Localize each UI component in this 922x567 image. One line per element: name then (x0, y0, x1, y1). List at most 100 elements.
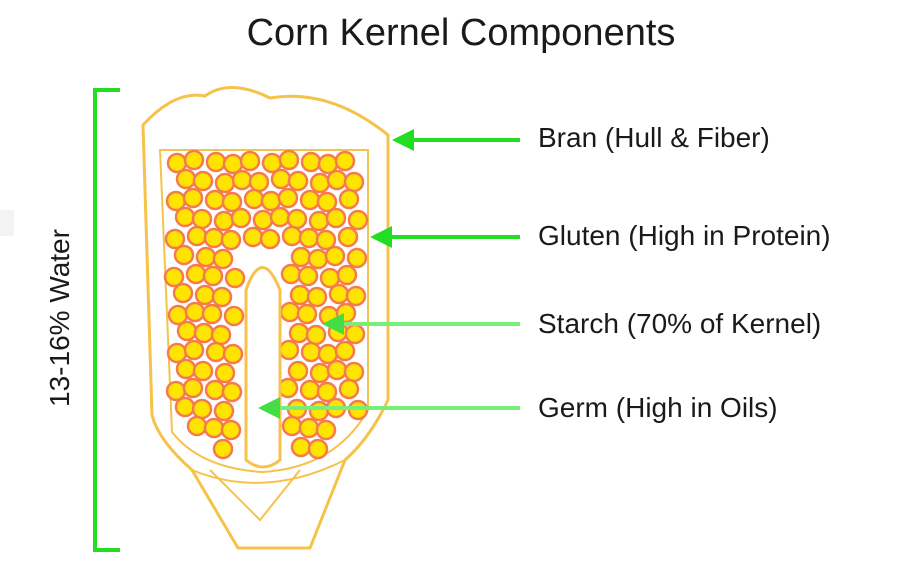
starch-granule (187, 265, 205, 283)
starch-granule (205, 229, 223, 247)
starch-granule (212, 326, 230, 344)
starch-label: Starch (70% of Kernel) (538, 308, 821, 340)
starch-granule (290, 324, 308, 342)
starch-granule (194, 362, 212, 380)
starch-granule (177, 170, 195, 188)
starch-granule (300, 229, 318, 247)
starch-granule (271, 208, 289, 226)
starch-granule (327, 209, 345, 227)
starch-granule (222, 231, 240, 249)
starch-granule (307, 326, 325, 344)
starch-granule (195, 324, 213, 342)
starch-granule (340, 190, 358, 208)
bran-label: Bran (Hull & Fiber) (538, 122, 770, 154)
starch-granule (214, 250, 232, 268)
starch-granule (186, 303, 204, 321)
starch-granule (338, 266, 356, 284)
starch-granule (298, 305, 316, 323)
starch-granule (310, 212, 328, 230)
starch-granule (289, 362, 307, 380)
gluten-arrow (370, 226, 520, 248)
starch-granule (174, 284, 192, 302)
water-bracket (95, 90, 120, 550)
starch-granule (283, 417, 301, 435)
starch-granule (279, 189, 297, 207)
starch-granule (272, 170, 290, 188)
starch-granule (291, 286, 309, 304)
starch-granule (328, 171, 346, 189)
starch-granule (206, 381, 224, 399)
starch-granule (207, 343, 225, 361)
starch-granule (311, 364, 329, 382)
starch-granule (347, 287, 365, 305)
starch-granule (188, 417, 206, 435)
starch-granule (302, 153, 320, 171)
starch-granule (196, 286, 214, 304)
starch-granule (176, 398, 194, 416)
starch-granule (204, 267, 222, 285)
starch-granule (328, 361, 346, 379)
starch-granule (340, 380, 358, 398)
starch-granule (214, 440, 232, 458)
germ-label: Germ (High in Oils) (538, 392, 778, 424)
starch-granule (279, 379, 297, 397)
starch-granule (216, 174, 234, 192)
starch-granule (215, 212, 233, 230)
starch-granule (244, 228, 262, 246)
starch-granule (176, 208, 194, 226)
starch-granule (299, 267, 317, 285)
starch-granule (232, 209, 250, 227)
starch-granule (178, 322, 196, 340)
starch-granule (241, 152, 259, 170)
starch-granule (339, 228, 357, 246)
starch-granule (336, 342, 354, 360)
starch-granule (317, 421, 335, 439)
starch-granule (188, 227, 206, 245)
starch-granule (336, 152, 354, 170)
starch-granule (330, 285, 348, 303)
starch-granule (233, 171, 251, 189)
starch-granule (349, 211, 367, 229)
starch-granule (213, 288, 231, 306)
starch-granule (184, 379, 202, 397)
starch-granule (282, 265, 300, 283)
starch-granule (283, 227, 301, 245)
starch-granule (216, 364, 234, 382)
starch-granule (301, 381, 319, 399)
starch-granule (309, 250, 327, 268)
starch-granule (311, 174, 329, 192)
starch-granule (292, 248, 310, 266)
starch-granule (280, 341, 298, 359)
starch-granule (261, 230, 279, 248)
starch-granule (289, 172, 307, 190)
starch-granule (346, 325, 364, 343)
starch-granule (193, 400, 211, 418)
starch-granule (300, 419, 318, 437)
germ (246, 268, 280, 468)
starch-granule (194, 172, 212, 190)
starch-granule (254, 211, 272, 229)
starch-granule (308, 288, 326, 306)
starch-granule (281, 303, 299, 321)
starch-granule (205, 419, 223, 437)
starch-granule (245, 190, 263, 208)
starch-granule (223, 383, 241, 401)
starch-granule (184, 189, 202, 207)
starch-granule (292, 438, 310, 456)
starch-granule (309, 440, 327, 458)
starch-granule (193, 210, 211, 228)
starch-granule (301, 191, 319, 209)
starch-granule (226, 269, 244, 287)
starch-granule (224, 345, 242, 363)
starch-granule (203, 305, 221, 323)
starch-granule (197, 248, 215, 266)
starch-granule (280, 151, 298, 169)
starch-granule (345, 173, 363, 191)
starch-granule (207, 153, 225, 171)
starch-granule (185, 151, 203, 169)
gluten-label: Gluten (High in Protein) (538, 220, 831, 252)
starch-granule (175, 246, 193, 264)
starch-granule (348, 249, 366, 267)
starch-granule (310, 402, 328, 420)
